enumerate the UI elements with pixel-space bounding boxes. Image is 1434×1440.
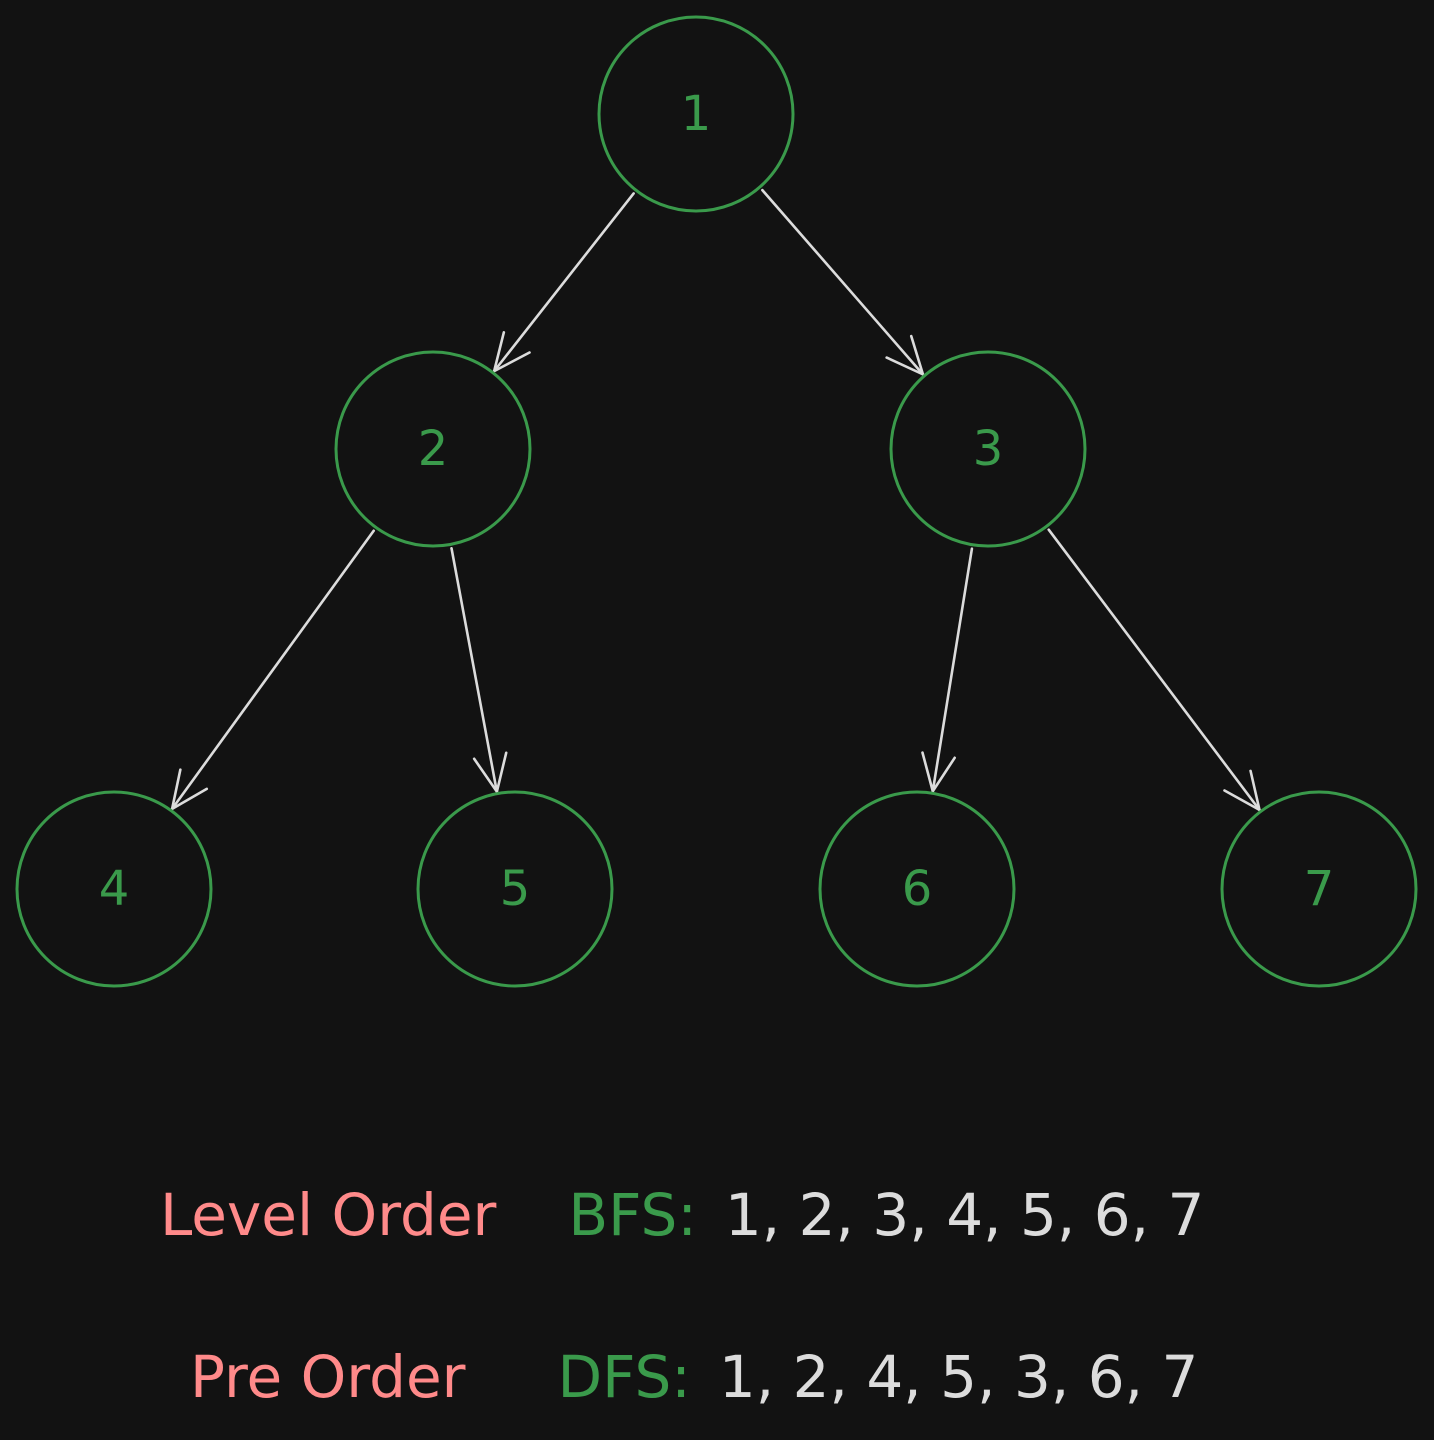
legend-bfs-sequence: 1, 2, 3, 4, 5, 6, 7 xyxy=(724,1181,1205,1249)
node-circle xyxy=(334,350,532,548)
node-circle xyxy=(889,350,1087,548)
arrowhead-icon xyxy=(1223,769,1261,812)
node-circle xyxy=(416,790,614,988)
arrowhead-icon xyxy=(885,334,925,376)
node-label: 6 xyxy=(902,861,933,917)
edge-3-6 xyxy=(921,547,974,793)
tree-node-1: 1 xyxy=(597,15,795,213)
tree-node-5: 5 xyxy=(416,790,614,988)
edge-1-2 xyxy=(492,192,635,373)
edge-2-5 xyxy=(450,546,508,793)
arrowhead-icon xyxy=(472,751,508,793)
edge-line xyxy=(1047,528,1261,812)
legend-level-order: Level Order BFS: 1, 2, 3, 4, 5, 6, 7 xyxy=(160,1175,1204,1255)
node-label: 4 xyxy=(99,861,130,917)
node-circle xyxy=(1220,790,1418,988)
node-label: 1 xyxy=(681,86,712,142)
legend-dfs-sequence: 1, 2, 4, 5, 3, 6, 7 xyxy=(718,1343,1199,1411)
edge-line xyxy=(450,546,499,793)
tree-node-4: 4 xyxy=(15,790,213,988)
edge-1-3 xyxy=(761,188,925,376)
node-circle xyxy=(15,790,213,988)
nodes-layer: 1 2 3 4 5 6 7 xyxy=(15,15,1418,988)
tree-node-3: 3 xyxy=(889,350,1087,548)
tree-node-7: 7 xyxy=(1220,790,1418,988)
node-circle xyxy=(818,790,1016,988)
edge-line xyxy=(170,529,376,811)
arrowhead-icon xyxy=(170,768,209,811)
node-label: 3 xyxy=(973,421,1004,477)
legend-level-order-label: Level Order xyxy=(160,1181,497,1249)
node-circle xyxy=(597,15,795,213)
arrowhead-icon xyxy=(492,331,531,373)
edge-line xyxy=(931,547,974,793)
legend-pre-order: Pre Order DFS: 1, 2, 4, 5, 3, 6, 7 xyxy=(190,1337,1198,1417)
node-label: 2 xyxy=(418,421,449,477)
legend-bfs-key: BFS: xyxy=(568,1181,697,1249)
legend-dfs-key: DFS: xyxy=(557,1343,691,1411)
tree-node-2: 2 xyxy=(334,350,532,548)
edge-3-7 xyxy=(1047,528,1261,812)
node-label: 7 xyxy=(1304,861,1335,917)
node-label: 5 xyxy=(500,861,531,917)
edge-line xyxy=(761,188,925,376)
legend-pre-order-label: Pre Order xyxy=(190,1343,466,1411)
arrowhead-icon xyxy=(921,751,956,793)
edge-line xyxy=(492,192,635,373)
edge-2-4 xyxy=(170,529,376,811)
tree-node-6: 6 xyxy=(818,790,1016,988)
edges-layer xyxy=(170,188,1261,812)
